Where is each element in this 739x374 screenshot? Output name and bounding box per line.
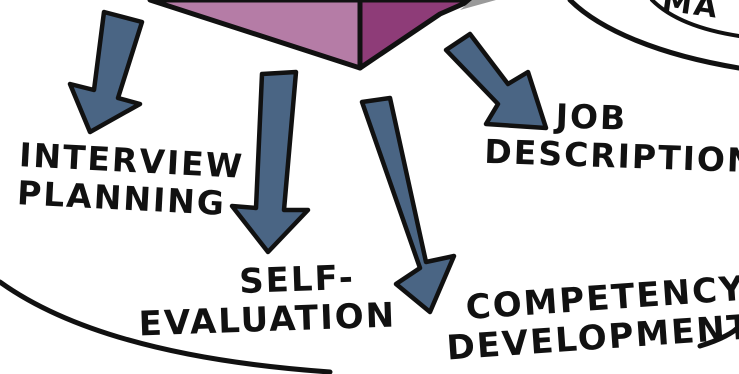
arrows — [67, 9, 549, 315]
pyramid-left-face — [147, 0, 363, 71]
outline-curve-bottom-right — [697, 323, 739, 349]
label-interview-planning: INTERVIEW PLANNING — [16, 135, 245, 224]
arrow-to-competency — [359, 95, 457, 315]
label-self-evaluation: SELF- EVALUATION — [137, 258, 397, 345]
label-job-descriptions: JOB DESCRIPTIONS — [484, 95, 739, 181]
pyramid — [147, 0, 496, 71]
outline-curve-corner — [650, 0, 739, 38]
outline-curve-bottom — [0, 279, 333, 374]
outline-curve-top-right — [567, 0, 739, 71]
arrow-to-interview — [67, 9, 145, 135]
arrow-to-job-descriptions — [443, 31, 549, 131]
pyramid-shadow — [460, 0, 496, 10]
arrow-to-self-evaluation — [229, 69, 311, 255]
